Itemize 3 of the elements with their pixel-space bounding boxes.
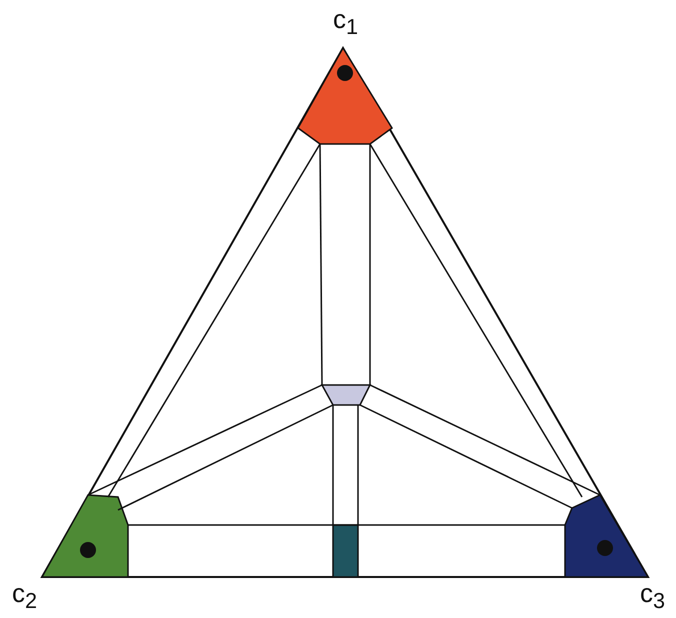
vertex-label: c$_{3}$ xyxy=(640,580,666,612)
vertex-label: c$_{1}$ xyxy=(333,6,358,38)
vertex-label: c$_{2}$ xyxy=(12,580,38,612)
